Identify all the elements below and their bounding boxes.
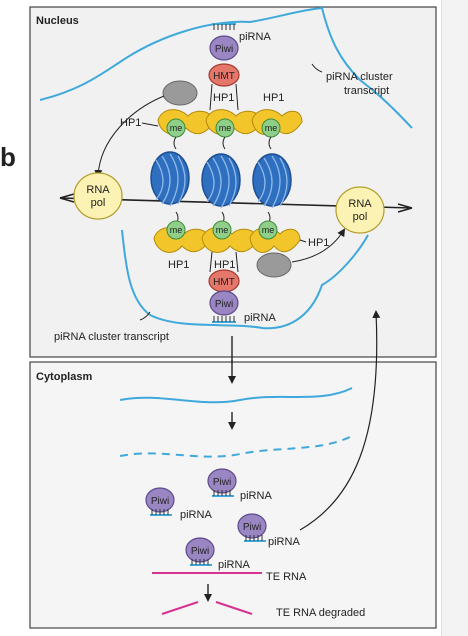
pirna-top-comb <box>212 23 236 30</box>
cluster-bottom-label: piRNA cluster transcript <box>54 331 169 343</box>
pirna-bottom-label: piRNA <box>244 312 276 324</box>
pirna-complex-2-label: piRNA <box>180 509 212 521</box>
pirna-pathway-diagram: b Nucleus piRNA Piwi HMT HP1 HP1 HP1 <box>0 6 437 629</box>
te-rna-degraded-label: TE RNA degraded <box>276 607 365 619</box>
piwi-bottom-label: Piwi <box>215 299 233 310</box>
rna-pol-right <box>335 186 385 234</box>
grey-protein-bottom <box>256 252 292 278</box>
rna-pol-left-label-1: RNA <box>86 184 110 196</box>
te-rna-label: TE RNA <box>266 571 307 583</box>
me-bottom-3 <box>258 220 278 240</box>
piwi-complex-4-label: Piwi <box>191 546 209 557</box>
nucleosome-2 <box>201 153 241 209</box>
hmt-bottom-links <box>209 251 239 273</box>
me-top-3-label: me <box>265 123 278 133</box>
pirna-complex-3-label: piRNA <box>268 536 300 548</box>
piwi-complex-4 <box>185 537 215 566</box>
grey-protein-top <box>162 80 198 106</box>
te-rna-fragment-right <box>215 601 253 615</box>
hmt-top <box>208 63 240 87</box>
piwi-complex-3 <box>237 513 267 542</box>
me-bottom-3-label: me <box>262 225 275 235</box>
hp1-top-left-leader <box>141 122 159 127</box>
hp1-bottom-right-label: HP1 <box>308 237 329 249</box>
hmt-bottom-label: HMT <box>213 277 235 288</box>
me-bottom-2 <box>212 220 232 240</box>
cluster-top-label-2: transcript <box>344 85 389 97</box>
pirna-bottom-comb <box>212 316 236 323</box>
arrow-piwi-return-to-nucleus <box>299 310 381 531</box>
me-bottom-1-label: me <box>170 225 183 235</box>
cluster-bottom-leader <box>139 311 151 321</box>
right-scrollbar-strip <box>441 0 468 636</box>
me-top-1-label: me <box>170 123 183 133</box>
hp1-bottom-right-leader <box>299 239 307 243</box>
hp1-top-right-label: HP1 <box>263 92 284 104</box>
te-rna-fragment-left <box>161 601 199 615</box>
cluster-transcript-bottom <box>121 229 369 330</box>
dna-right-arrow <box>397 203 413 213</box>
nucleosome-3 <box>252 153 292 209</box>
cytoplasm-title: Cytoplasm <box>36 371 92 383</box>
hp1-top-left-label: HP1 <box>120 117 141 129</box>
pirna-top-label: piRNA <box>239 31 271 43</box>
cluster-top-leader <box>311 63 323 73</box>
histone-tails-top <box>173 136 272 150</box>
hp1-top-mid-label: HP1 <box>213 92 234 104</box>
arrow-grey-to-rnapol-right <box>291 228 346 263</box>
piwi-complex-1-label: Piwi <box>213 477 231 488</box>
rna-pol-left <box>73 172 123 220</box>
rna-pol-right-label-2: pol <box>353 211 368 223</box>
rna-pol-right-label-1: RNA <box>348 198 372 210</box>
cluster-transcript-top <box>39 6 413 129</box>
hp1-bottom-mid-label: HP1 <box>214 259 235 271</box>
me-bottom-1 <box>166 220 186 240</box>
pirna-complex-1-label: piRNA <box>240 490 272 502</box>
rna-pol-left-label-2: pol <box>91 197 106 209</box>
piwi-top-label: Piwi <box>215 44 233 55</box>
piwi-top <box>209 35 239 61</box>
me-bottom-2-label: me <box>216 225 229 235</box>
hmt-top-links <box>209 83 239 111</box>
pirna-complex-4-label: piRNA <box>218 559 250 571</box>
dna-left-arrow <box>59 193 75 203</box>
panel-label: b <box>0 142 16 172</box>
piwi-complex-1 <box>207 468 237 497</box>
hmt-top-label: HMT <box>213 71 235 82</box>
me-top-2-label: me <box>219 123 232 133</box>
hp1-bottom-left-label: HP1 <box>168 259 189 271</box>
nucleosome-1 <box>150 151 190 207</box>
precursor-transcript <box>119 387 353 404</box>
cluster-top-label-1: piRNA cluster <box>326 71 393 83</box>
arrow-grey-to-rnapol-left <box>94 95 165 178</box>
nucleus-title: Nucleus <box>36 15 79 27</box>
processed-fragments <box>119 435 353 458</box>
piwi-bottom <box>209 290 239 316</box>
piwi-complex-3-label: Piwi <box>243 522 261 533</box>
piwi-complex-2-label: Piwi <box>151 496 169 507</box>
piwi-complex-2 <box>145 487 175 516</box>
